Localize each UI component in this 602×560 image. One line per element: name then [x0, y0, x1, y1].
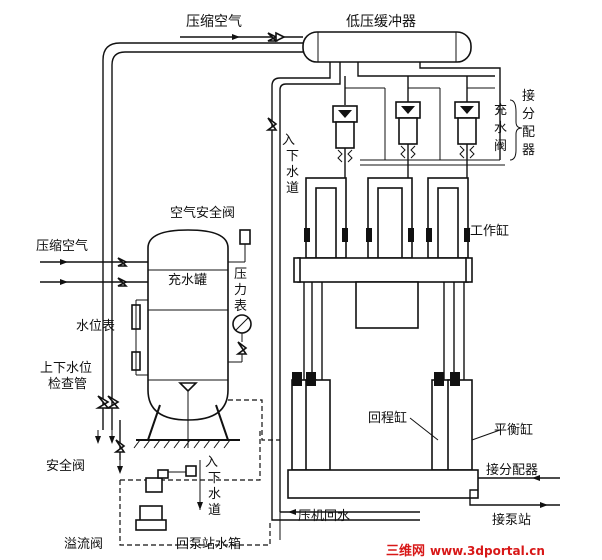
label-compressed-air-top: 压缩空气: [186, 14, 242, 30]
label-balance-cylinder: 平衡缸: [494, 422, 533, 438]
label-fill-valve-2: 水: [494, 121, 507, 136]
fill-tank: [133, 229, 240, 449]
label-press-return-water: 压机回水: [298, 509, 350, 524]
watermark-url: www.3dportal.cn: [430, 544, 545, 558]
air-pipe-left: [102, 42, 303, 420]
tank-drain-dashed: [119, 399, 280, 546]
air-safety-valve: [228, 229, 251, 263]
return-balance-cylinders: [287, 372, 479, 499]
overflow-valve: [135, 465, 197, 531]
distributor-brace: [509, 99, 523, 161]
label-connect-dist-3: 配: [522, 125, 535, 140]
label-to-sewer-right-3: 水: [286, 165, 299, 180]
label-compressed-air-left: 压缩空气: [36, 238, 88, 254]
watermark-brand: 三维网: [386, 543, 425, 559]
label-to-sewer-right-1: 入: [282, 133, 295, 148]
safety-valve-line: [113, 420, 126, 474]
label-to-sewer-bottom-4: 道: [208, 503, 221, 518]
low-pressure-buffer-tank: [302, 31, 472, 63]
label-connect-pump-station: 接泵站: [492, 512, 531, 528]
fill-valve-manifold: [344, 62, 505, 166]
label-to-sewer-bottom-2: 下: [208, 471, 221, 486]
label-connect-dist-1: 接: [522, 88, 535, 104]
label-level-check-pipe-1: 上下水位: [40, 361, 92, 376]
watermark: 三维网 www.3dportal.cn: [386, 543, 545, 559]
level-check-pipes: [95, 395, 120, 444]
label-water-level-gauge: 水位表: [76, 319, 115, 334]
label-pump-station-tank: 回泵站水箱: [176, 536, 241, 552]
sewer-bottom-line: [197, 460, 203, 510]
fill-valve-2: [395, 101, 421, 178]
labels: 压缩空气 低压缓冲器 入 下 水 道 充 水 阀 接 分 配 器 空气安全阀 工…: [36, 14, 538, 552]
label-level-check-pipe-2: 检查管: [48, 377, 87, 392]
label-pressure-gauge-2: 力: [234, 283, 247, 298]
label-air-safety-valve: 空气安全阀: [170, 205, 235, 221]
buffer-drain-pipes: [265, 62, 420, 521]
fill-valve-1: [332, 105, 358, 178]
label-pressure-gauge-3: 表: [234, 299, 247, 314]
label-connect-dist-2: 分: [522, 107, 535, 122]
label-to-sewer-right-4: 道: [286, 181, 299, 196]
label-overflow-valve: 溢流阀: [64, 537, 103, 552]
label-fill-valve-3: 阀: [494, 139, 507, 154]
label-return-cylinder: 回程缸: [368, 410, 407, 426]
label-pressure-gauge-1: 压: [234, 267, 247, 282]
right-side-pipes: [279, 475, 560, 540]
label-low-pressure-buffer: 低压缓冲器: [346, 14, 416, 30]
label-fill-tank: 充水罐: [168, 272, 207, 288]
label-to-sewer-bottom-3: 水: [208, 487, 221, 502]
label-fill-valve-1: 充: [494, 102, 507, 118]
label-connect-dist-4: 器: [522, 143, 535, 158]
label-to-sewer-right-2: 下: [286, 149, 299, 164]
pressure-gauge: [228, 314, 252, 363]
label-safety-valve: 安全阀: [46, 458, 85, 474]
water-level-gauge: [131, 299, 148, 376]
label-working-cylinder: 工作缸: [470, 223, 509, 239]
press-crosshead: [293, 257, 473, 329]
working-cylinders: [304, 177, 470, 259]
fill-valve-3: [454, 101, 480, 178]
label-connect-distributor: 接分配器: [486, 462, 538, 478]
compressed-air-top-line: [180, 31, 303, 43]
label-to-sewer-bottom-1: 入: [205, 455, 218, 470]
compressed-air-left-line: [40, 257, 148, 287]
